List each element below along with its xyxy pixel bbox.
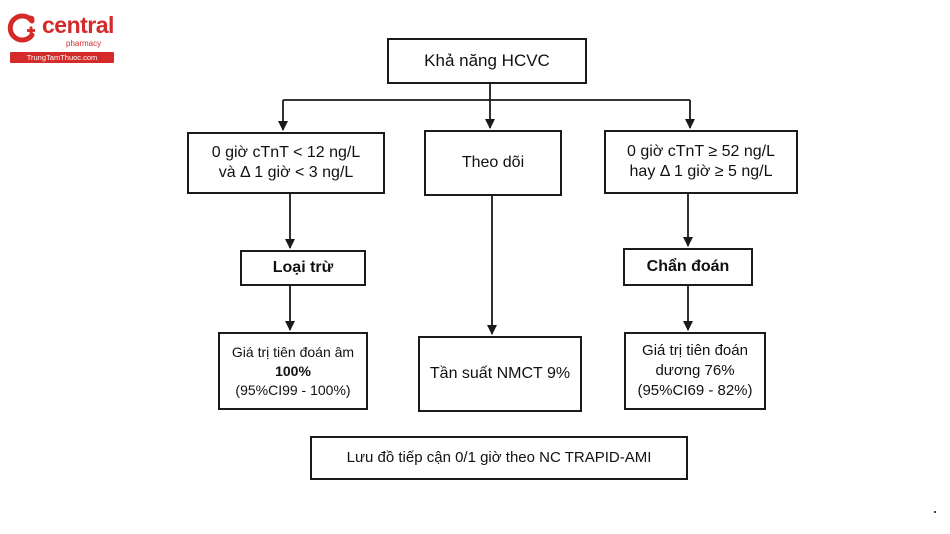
right-result-line2: dương 76% [655, 362, 735, 379]
rule-out-label: Loại trừ [272, 259, 334, 276]
right-result-line3: (95%CI69 - 82%) [637, 382, 753, 399]
monitor-box: Theo dõi [424, 130, 562, 196]
middle-result-label: Tần suất NMCT 9% [429, 365, 571, 382]
left-result-box: Giá trị tiên đoán âm 100% (95%CI99 - 100… [218, 332, 368, 410]
middle-result-box: Tần suất NMCT 9% [418, 336, 582, 412]
scan-speck [934, 511, 936, 513]
central-pharmacy-logo: central pharmacy TrungTamThuoc.com [4, 10, 124, 68]
left-result-line1: Giá trị tiên đoán âm [231, 343, 355, 360]
caption-box: Lưu đồ tiếp cận 0/1 giờ theo NC TRAPID-A… [310, 436, 688, 480]
left-criteria-line2: và Δ 1 giờ < 3 ng/L [218, 164, 354, 181]
right-criteria-line1: 0 giờ cTnT ≥ 52 ng/L [627, 143, 775, 160]
rule-out-box: Loại trừ [240, 250, 366, 286]
left-result-line3: (95%CI99 - 100%) [235, 381, 351, 398]
right-result-line1: Giá trị tiên đoán [642, 342, 748, 359]
top-box-label: Khả năng HCVC [424, 51, 550, 70]
left-criteria-box: 0 giờ cTnT < 12 ng/L và Δ 1 giờ < 3 ng/L [187, 132, 385, 194]
logo-name: central [42, 12, 114, 38]
diagnosis-label: Chẩn đoán [646, 258, 730, 275]
logo-website-band: TrungTamThuoc.com [10, 52, 114, 63]
right-criteria-line2: hay Δ 1 giờ ≥ 5 ng/L [629, 163, 773, 180]
caption-label: Lưu đồ tiếp cận 0/1 giờ theo NC TRAPID-A… [346, 449, 652, 466]
left-result-line2: 100% [275, 362, 311, 379]
right-criteria-box: 0 giờ cTnT ≥ 52 ng/L hay Δ 1 giờ ≥ 5 ng/… [604, 130, 798, 194]
right-result-box: Giá trị tiên đoán dương 76% (95%CI69 - 8… [624, 332, 766, 410]
top-box-hcvc: Khả năng HCVC [387, 38, 587, 84]
logo-tagline: pharmacy [66, 39, 102, 48]
diagnosis-box: Chẩn đoán [623, 248, 753, 286]
left-criteria-line1: 0 giờ cTnT < 12 ng/L [211, 144, 361, 161]
monitor-label: Theo dõi [461, 154, 525, 171]
pharmacy-logo-icon [7, 13, 35, 43]
